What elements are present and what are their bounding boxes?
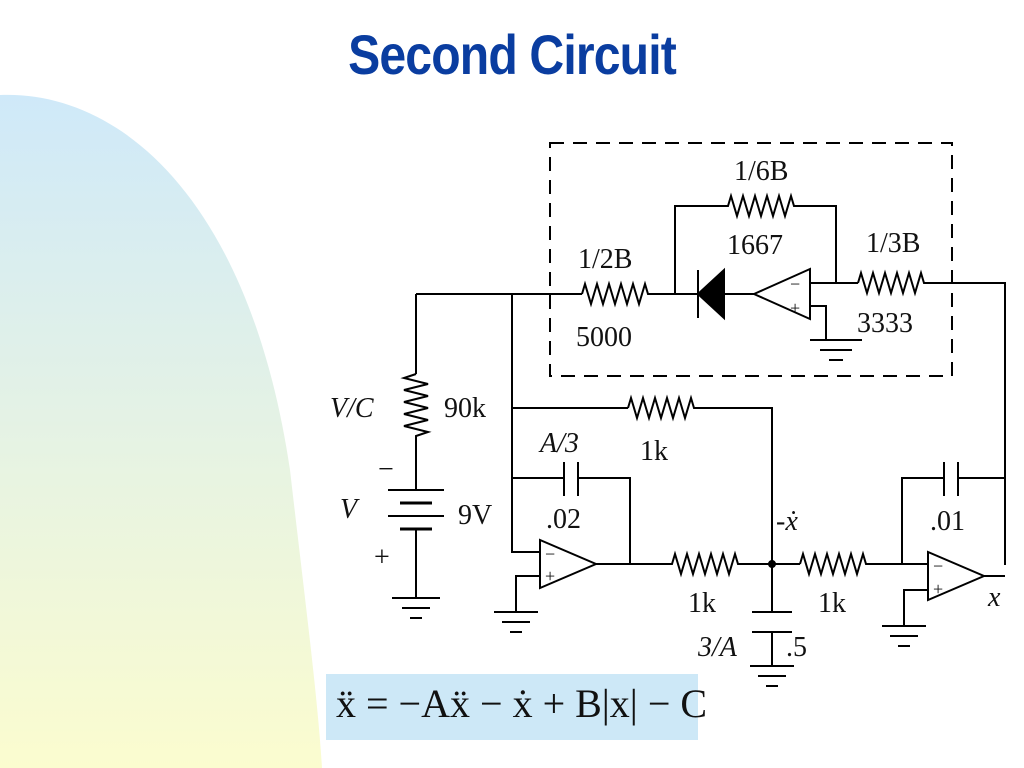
equation-box: [326, 674, 698, 740]
opamp-top-minus: −: [790, 274, 800, 294]
label-90k: 90k: [444, 393, 486, 424]
label-r-third-b: 1/3B: [866, 228, 920, 259]
label-r-3333: 3333: [857, 308, 913, 339]
opamp-left: [539, 538, 599, 590]
opamp-left-plus: +: [545, 566, 555, 586]
label-r-5000: 5000: [576, 322, 632, 353]
resistor-3333: [857, 269, 1006, 565]
resistor-5000: [581, 280, 698, 308]
resistor-90k: [400, 373, 432, 490]
dashed-boundary: [549, 142, 953, 377]
resistor-1k-right: [799, 550, 928, 578]
label-1k-mid-left: 1k: [688, 588, 716, 619]
label-cap-a3: A/3: [538, 428, 579, 459]
label-r-half-b: 1/2B: [578, 244, 632, 275]
decorative-gradient-shape: [0, 94, 322, 768]
label-1k-top: 1k: [640, 436, 668, 467]
resistor-1k-left: [596, 550, 800, 578]
opamp-left-minus: −: [545, 544, 555, 564]
opamp-right-plus: +: [933, 579, 943, 599]
label-battery-plus: +: [374, 542, 390, 573]
opamp-top-plus: +: [790, 298, 800, 318]
opamp-right-minus: −: [933, 556, 943, 576]
label-battery-minus: −: [378, 454, 394, 485]
label-cap-02: .02: [546, 504, 581, 535]
diode-symbol: [696, 267, 725, 321]
label-cap-5: .5: [786, 632, 807, 663]
label-output-x: x: [987, 582, 1001, 613]
label-vc: V/C: [330, 393, 374, 424]
label-cap-3a: 3/A: [697, 632, 738, 663]
label-9v: 9V: [458, 500, 492, 531]
label-1k-mid-right: 1k: [818, 588, 846, 619]
equation-text: ẍ = −Aẍ − ẋ + B|x| − C: [336, 681, 708, 726]
label-r-sixth-b: 1/6B: [734, 156, 788, 187]
slide-title: Second Circuit: [348, 23, 677, 86]
label-battery-v: V: [340, 494, 360, 525]
label-xdot: -ẋ: [776, 506, 798, 537]
label-r-1667: 1667: [727, 230, 783, 261]
label-cap-01: .01: [930, 506, 965, 537]
opamp-top: [751, 267, 811, 321]
opamp-right: [927, 550, 987, 602]
resistor-1k-top: [627, 394, 773, 565]
resistor-1667: [674, 192, 837, 294]
